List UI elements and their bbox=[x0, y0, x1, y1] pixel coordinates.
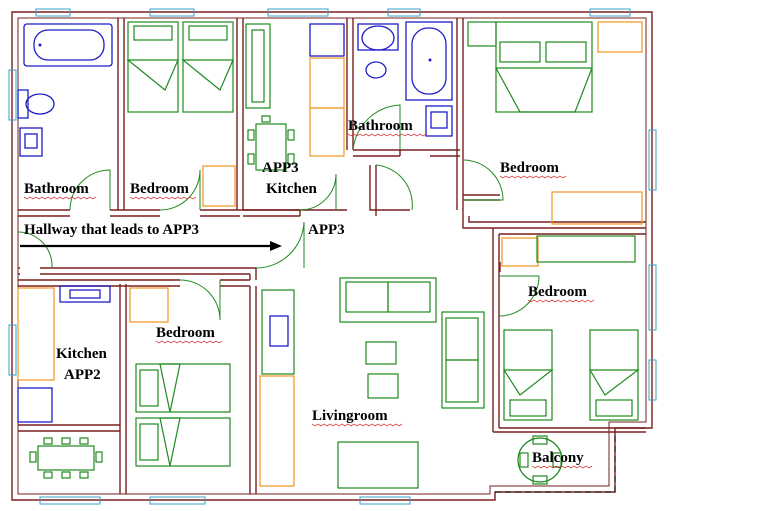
label-bedroom-mid-left: Bedroom bbox=[156, 325, 215, 341]
hallway-arrowhead bbox=[270, 241, 282, 251]
livingroom-furniture bbox=[259, 277, 485, 489]
bedroom-top-right-furniture bbox=[462, 21, 643, 225]
hallway bbox=[17, 164, 413, 269]
label-bedroom-top-left: Bedroom bbox=[130, 181, 189, 197]
label-app3-entry: APP3 bbox=[308, 222, 345, 238]
label-app3-kitchen-line2: Kitchen bbox=[266, 181, 317, 197]
outer-walls bbox=[11, 11, 653, 501]
label-bathroom-top: Bathroom bbox=[348, 118, 413, 134]
bedroom-mid-left-furniture bbox=[129, 279, 231, 467]
label-kitchen-app2-line1: Kitchen bbox=[56, 346, 107, 362]
windows bbox=[8, 8, 657, 505]
label-bedroom-top-right: Bedroom bbox=[500, 160, 559, 176]
label-kitchen-app2-line2: APP2 bbox=[64, 367, 101, 383]
label-bedroom-right: Bedroom bbox=[528, 284, 587, 300]
bathroom-top-fixtures bbox=[352, 21, 453, 151]
balcony-area bbox=[495, 432, 616, 493]
spellcheck-underlines bbox=[23, 133, 595, 469]
label-app3-kitchen-line1: APP3 bbox=[262, 160, 299, 176]
label-livingroom: Livingroom bbox=[312, 408, 388, 424]
room-labels: Bathroom Bedroom APP3 Kitchen Bathroom B… bbox=[24, 118, 587, 466]
label-balcony: Balcony bbox=[532, 450, 584, 466]
kitchen-app2-furniture bbox=[17, 285, 111, 479]
interior-walls bbox=[18, 18, 646, 494]
label-bathroom-left: Bathroom bbox=[24, 181, 89, 197]
bathroom-left-fixtures bbox=[17, 23, 113, 211]
bedroom-right-furniture bbox=[498, 235, 640, 421]
bedroom-top-left-furniture bbox=[126, 21, 236, 211]
label-hallway: Hallway that leads to APP3 bbox=[24, 222, 199, 238]
app3-kitchen-furniture bbox=[245, 23, 345, 211]
